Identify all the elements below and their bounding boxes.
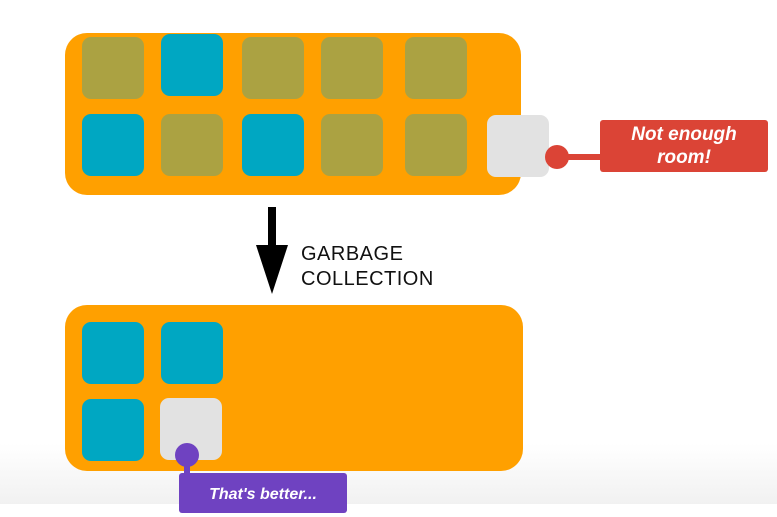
memory-block — [405, 37, 467, 99]
callout-line1: Not enough — [631, 124, 737, 145]
callout-anchor-dot — [175, 443, 199, 467]
incoming-block — [487, 115, 549, 177]
memory-block — [242, 37, 304, 99]
callout-anchor-dot — [545, 145, 569, 169]
down-arrow-icon — [256, 207, 288, 294]
callout-connector — [558, 154, 602, 160]
memory-block — [82, 114, 144, 176]
memory-block — [161, 34, 223, 96]
memory-block — [161, 114, 223, 176]
memory-block — [82, 37, 144, 99]
memory-block — [82, 399, 144, 461]
memory-block — [82, 322, 144, 384]
process-label-line1: GARBAGE — [301, 243, 404, 265]
not-enough-room-callout: Not enough room! — [600, 120, 768, 172]
memory-block — [405, 114, 467, 176]
memory-block — [161, 322, 223, 384]
memory-block — [321, 37, 383, 99]
thats-better-callout: That's better... — [179, 473, 347, 513]
callout-line2: room! — [657, 147, 711, 168]
process-label-line2: COLLECTION — [301, 268, 434, 290]
memory-block — [242, 114, 304, 176]
memory-block — [321, 114, 383, 176]
